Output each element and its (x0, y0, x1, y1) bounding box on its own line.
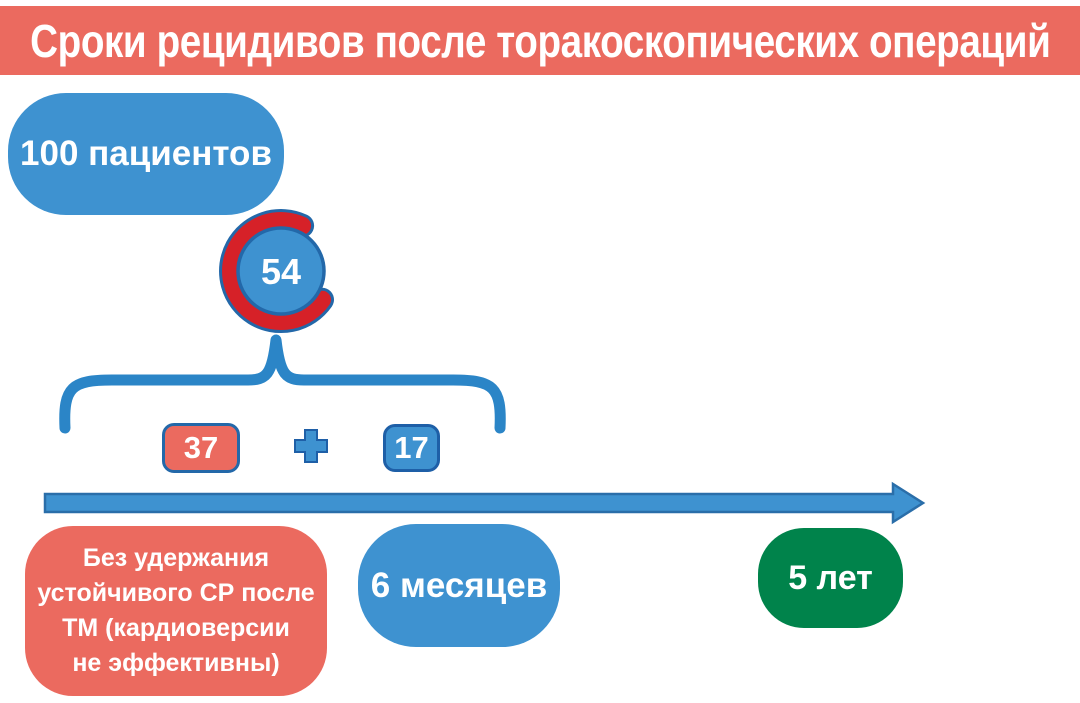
five-years-label: 5 лет (788, 558, 873, 597)
recurrence-gauge-icon: 54 (219, 209, 334, 334)
note-line-4: не эффективны) (72, 649, 280, 677)
gauge-inner-circle (236, 226, 326, 316)
gauge-arc (222, 212, 331, 331)
group-17-box: 17 (383, 424, 440, 472)
timeline-arrow-shape (43, 481, 926, 525)
group-17-count: 17 (394, 430, 429, 465)
note-line-1: Без удержания (82, 544, 270, 572)
timeline-arrow-icon (43, 481, 926, 525)
note-line-3: ТМ (кардиоверсии (62, 614, 290, 642)
page-title: Сроки рецидивов после торакоскопических … (29, 14, 1051, 67)
plus-icon (294, 429, 328, 463)
patients-box: 100 пациентов (8, 93, 284, 215)
note-line-2: устойчивого СР после (37, 579, 315, 607)
recurrence-count: 54 (261, 251, 301, 292)
group-37-box: 37 (162, 423, 240, 473)
group-37-count: 37 (183, 430, 219, 465)
plus-icon-shape (294, 429, 328, 463)
curly-brace-icon (59, 334, 506, 434)
six-months-label: 6 месяцев (370, 565, 548, 605)
six-months-box: 6 месяцев (358, 524, 560, 647)
patients-label: 100 пациентов (20, 134, 272, 173)
curly-brace-path (59, 334, 506, 434)
five-years-box: 5 лет (758, 528, 903, 628)
title-banner: Сроки рецидивов после торакоскопических … (0, 6, 1080, 75)
no-sr-note-box: Без удержания устойчивого СР после ТМ (к… (25, 526, 327, 696)
